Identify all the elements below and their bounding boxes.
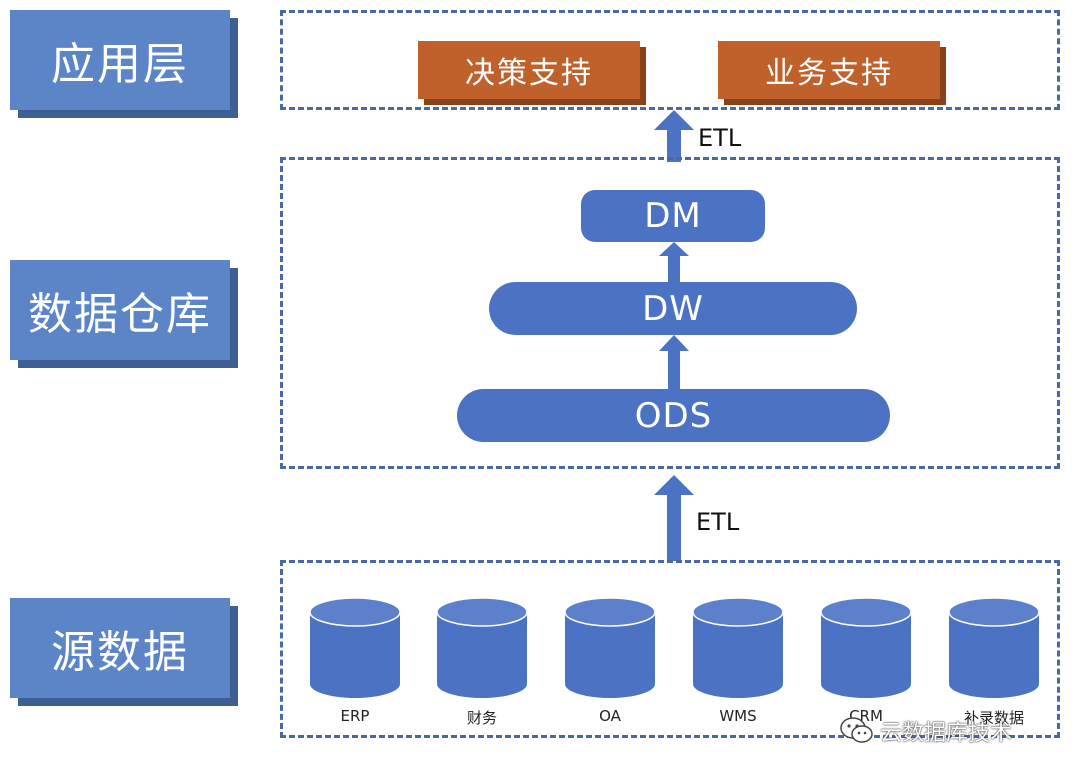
decision-support-node: 决策支持 (418, 41, 640, 99)
source-label-finance: 财务 (466, 709, 497, 727)
app-layer-box: 决策支持 业务支持 (280, 10, 1060, 110)
database-icon-finance (437, 598, 527, 698)
etl-label-upper: ETL (698, 124, 742, 152)
etl-arrow-upper (654, 110, 694, 162)
database-icon-wms (693, 598, 783, 698)
source-label-wms: WMS (719, 707, 757, 725)
etl-arrow-lower (654, 475, 694, 561)
dm-node: DM (581, 190, 765, 242)
source-label-erp: ERP (340, 707, 370, 725)
decision-support-label: 决策支持 (465, 56, 593, 91)
warehouse-layer-box (280, 157, 1060, 469)
database-icon-oa (565, 598, 655, 698)
ods-node: ODS (457, 389, 890, 442)
wechat-icon (840, 717, 873, 743)
database-icon-crm (821, 598, 911, 698)
business-support-label: 业务支持 (765, 56, 893, 91)
dw-to-dm-arrow (659, 242, 689, 282)
layer-label-source: 源数据 (10, 598, 230, 698)
watermark: 云数据库技术 (840, 714, 1012, 748)
ods-to-dw-arrow (659, 335, 689, 389)
watermark-text: 云数据库技术 (880, 721, 1013, 746)
database-icon-supplement (949, 598, 1039, 698)
source-label-supplement: 补录数据 (963, 709, 1024, 727)
database-icon-erp (310, 598, 400, 698)
dm-label: DM (644, 196, 702, 236)
layer-label-warehouse-text: 数据仓库 (28, 289, 212, 340)
dw-node: DW (489, 282, 857, 335)
business-support-node: 业务支持 (718, 41, 940, 99)
source-label-oa: OA (599, 707, 621, 725)
dw-label: DW (642, 288, 704, 329)
ods-label: ODS (634, 395, 713, 436)
layer-label-source-text: 源数据 (51, 627, 189, 678)
layer-label-app-text: 应用层 (51, 39, 189, 90)
etl-label-lower: ETL (696, 508, 740, 536)
layer-label-app: 应用层 (10, 10, 230, 110)
layer-label-warehouse: 数据仓库 (10, 260, 230, 360)
source-layer-box (280, 560, 1060, 738)
